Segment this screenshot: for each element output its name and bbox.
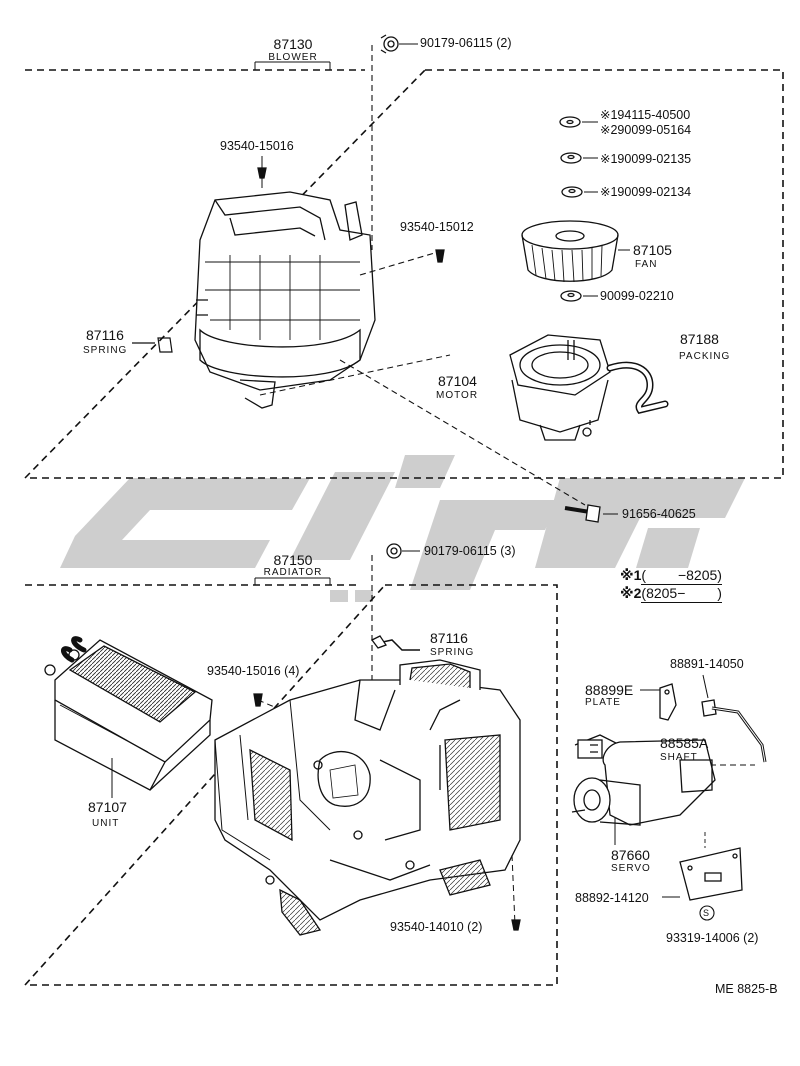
radiator-name: RADIATOR xyxy=(263,567,323,578)
nut-icon xyxy=(380,34,418,54)
drawing-code: ME 8825-B xyxy=(715,982,778,996)
hose-icon xyxy=(606,361,669,414)
radiator-screw-a-callout: 93540-15016 (4) xyxy=(207,664,300,678)
fan-part-number: 87105 xyxy=(633,242,672,258)
legend-mark-2: ※2 xyxy=(620,585,642,601)
screw-mark: S xyxy=(703,908,710,918)
legend-mark-1: ※1 xyxy=(620,567,642,583)
blower-name: BLOWER xyxy=(268,52,318,63)
spring-part-number-upper: 87116 xyxy=(86,327,124,343)
blower-housing xyxy=(194,191,376,409)
bracket-icon xyxy=(679,847,743,901)
watermark-logo xyxy=(60,455,745,602)
shaft-part-number: 88585A xyxy=(660,735,709,751)
washer-icon xyxy=(559,116,583,302)
spring-name-upper: SPRING xyxy=(83,345,128,356)
fan-name: FAN xyxy=(635,259,658,270)
motor-name: MOTOR xyxy=(436,390,479,401)
motor-icon xyxy=(509,334,611,441)
shaft-icon xyxy=(711,706,767,763)
legend-range-2: (8205− ) xyxy=(641,585,722,603)
servo-part-number: 87660 xyxy=(611,847,650,863)
unit-name: UNIT xyxy=(92,818,120,829)
blower-box xyxy=(23,69,784,479)
servo-bolt-callout: 88891-14050 xyxy=(670,657,744,671)
washer-callout-5: 90099-02210 xyxy=(600,289,674,303)
shaft-name: SHAFT xyxy=(660,752,698,763)
legend-row-2: ※2(8205− ) xyxy=(620,584,722,603)
packing-part-number: 87188 xyxy=(680,331,719,347)
blower-screw-b-callout: 93540-15012 xyxy=(400,220,474,234)
legend-row-1: ※1( −8205) xyxy=(620,566,722,585)
spring-name-lower: SPRING xyxy=(430,647,475,658)
packing-name: PACKING xyxy=(679,351,731,362)
spring-part-number-lower: 87116 xyxy=(430,630,468,646)
blower-part-number: 87130 xyxy=(273,36,313,52)
washer-callout-2: ※290099-05164 xyxy=(600,123,692,137)
servo-name: SERVO xyxy=(611,863,651,874)
bolt-icon xyxy=(564,504,618,523)
radiator-part-number: 87150 xyxy=(273,552,313,568)
servo-icon xyxy=(571,734,716,826)
heater-core-icon xyxy=(44,636,213,791)
blower-screw-a-callout: 93540-15016 xyxy=(220,139,294,153)
radiator-housing xyxy=(214,659,521,936)
washer-callout-4: ※190099-02134 xyxy=(600,185,692,199)
motor-part-number: 87104 xyxy=(438,373,477,389)
radiator-nut-callout: 90179-06115 (3) xyxy=(424,544,516,558)
radiator-screw-b-callout: 93540-14010 (2) xyxy=(390,920,483,934)
plate-name: PLATE xyxy=(585,697,621,708)
fan-icon xyxy=(521,220,619,283)
bracket-callout: 88892-14120 xyxy=(575,891,649,905)
nut-icon xyxy=(386,543,420,559)
plate-part-number: 88899E xyxy=(585,682,634,698)
washer-callout-1: ※194115-40500 xyxy=(600,108,691,122)
blower-nut-callout: 90179-06115 (2) xyxy=(420,36,512,50)
washer-callout-3: ※190099-02135 xyxy=(600,152,692,166)
servo-screw-callout: 93319-14006 (2) xyxy=(666,931,759,945)
radiator-box xyxy=(23,584,558,986)
unit-part-number: 87107 xyxy=(88,799,127,815)
legend-range-1: ( −8205) xyxy=(641,567,722,585)
plate-icon xyxy=(659,683,677,721)
bolt-callout: 91656-40625 xyxy=(622,507,696,521)
